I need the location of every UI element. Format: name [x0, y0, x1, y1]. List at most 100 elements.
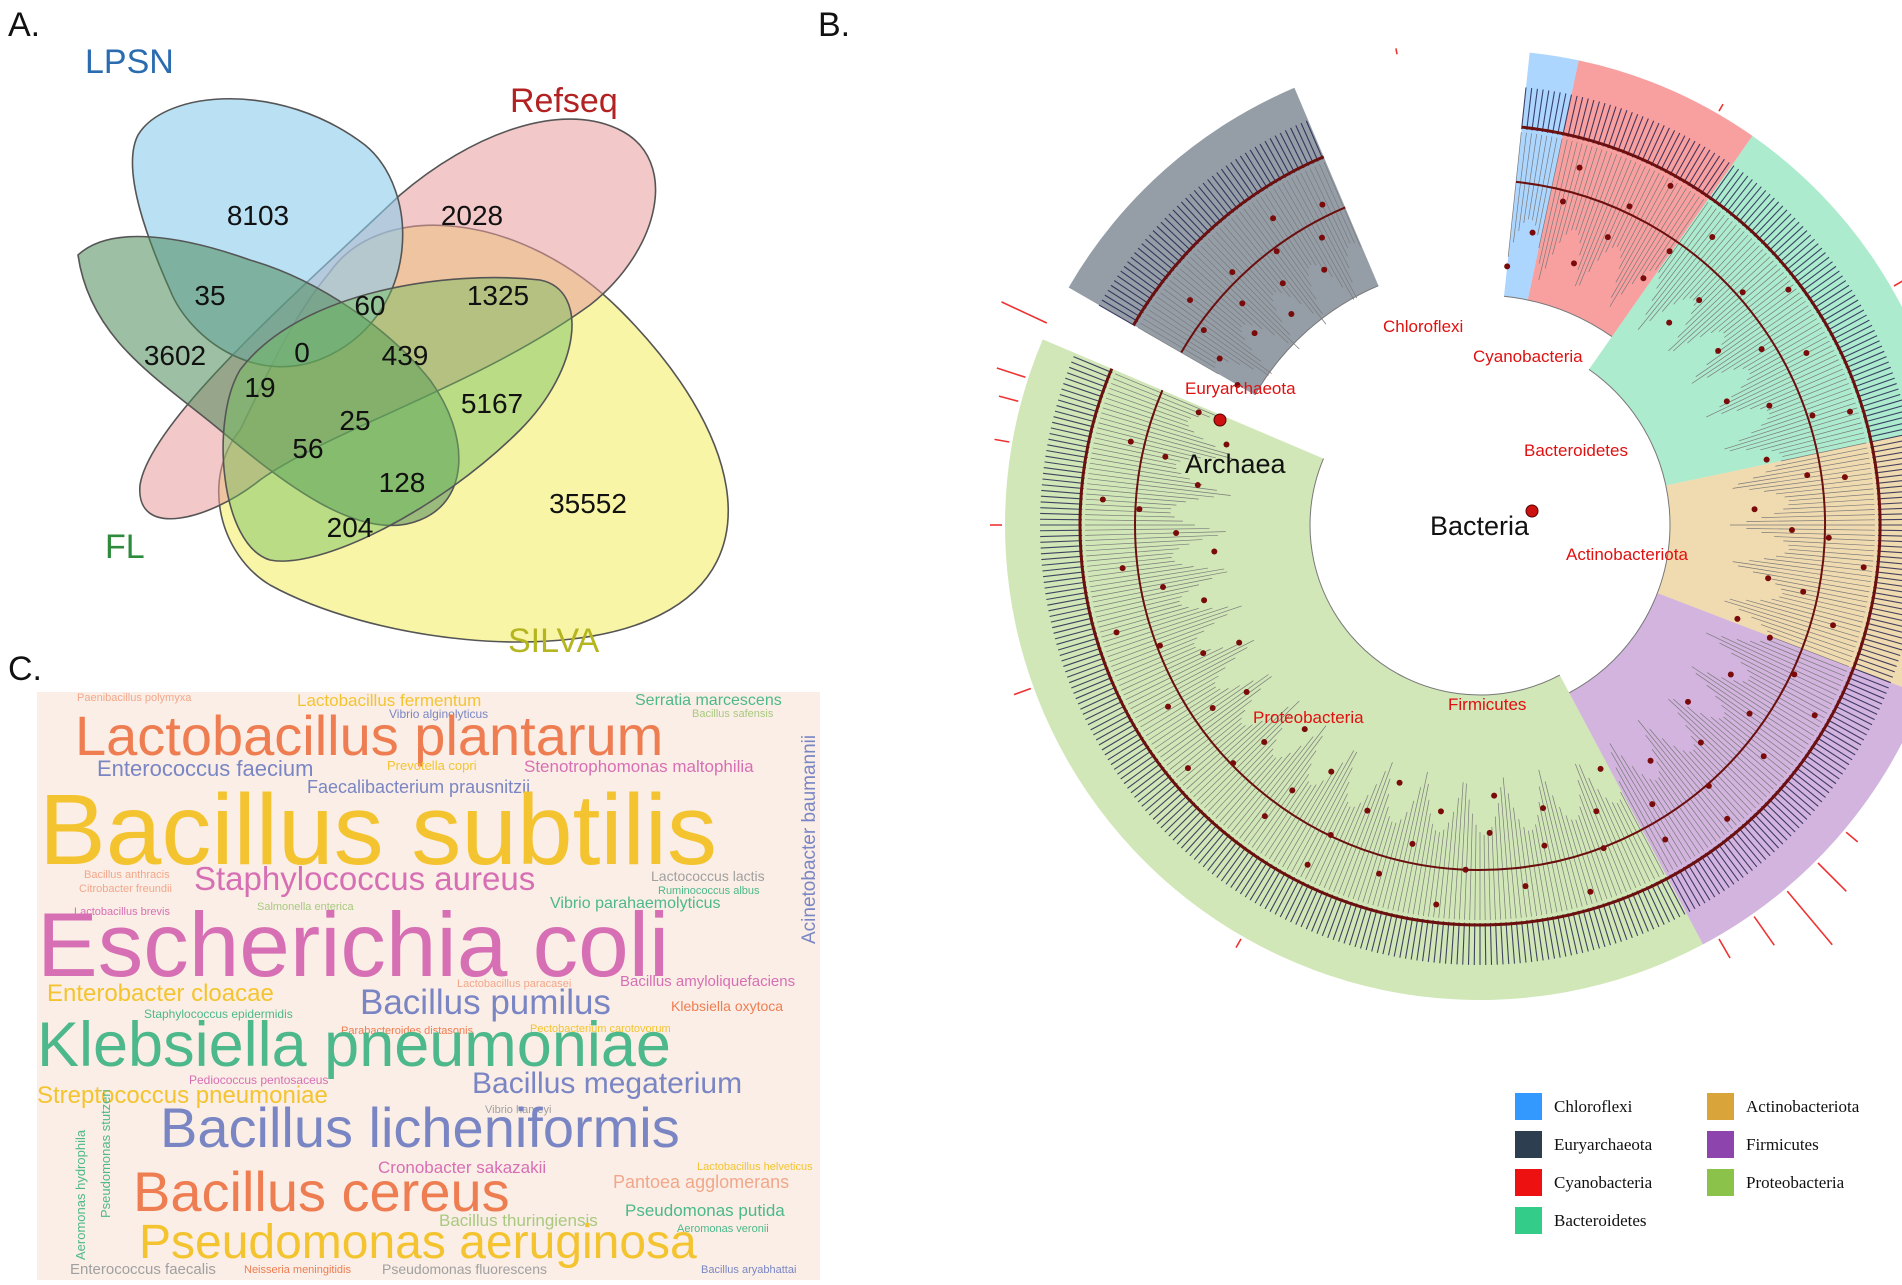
- tree-branch: [1661, 738, 1737, 826]
- tree-branch: [1780, 442, 1867, 462]
- tree-branch: [1091, 571, 1228, 598]
- tip-label: [1821, 299, 1859, 322]
- tree-node: [1289, 787, 1296, 794]
- tip-label: [1075, 681, 1115, 700]
- tip-label: [1866, 617, 1902, 627]
- tree-branch: [1140, 322, 1216, 368]
- tree-arc: [1568, 368, 1671, 694]
- tip-label: [1254, 146, 1277, 184]
- tree-node: [1279, 280, 1286, 287]
- tip-label: [1107, 289, 1144, 314]
- clade-label-firmicutes: Firmicutes: [1448, 695, 1526, 714]
- word-cloud-term: Cronobacter sakazakii: [378, 1158, 547, 1177]
- tree-branch: [1102, 407, 1204, 440]
- tip-label: [1795, 766, 1830, 794]
- tree-node: [1587, 888, 1594, 895]
- word-cloud-term: Pseudomonas stutzeri: [98, 1089, 113, 1218]
- tree-branch: [1204, 241, 1283, 323]
- legend-item: Actinobacteriota: [1707, 1093, 1859, 1120]
- tree-branch: [1610, 752, 1678, 868]
- word-cloud-term: Bacillus safensis: [692, 708, 774, 720]
- tip-label: [1709, 849, 1735, 885]
- tip-label: [1510, 921, 1516, 964]
- tree-branch: [1535, 136, 1553, 226]
- tree-node: [1396, 779, 1403, 786]
- clade-label-chloroflexi: Chloroflexi: [1383, 317, 1463, 336]
- tree-legend: Chloroflexi Euryarchaeota Cyanobacteria …: [1515, 1093, 1895, 1243]
- tree-branch: [1157, 674, 1269, 754]
- tip-label: [1816, 289, 1853, 314]
- tree-node: [1763, 456, 1770, 463]
- tip-label: [1327, 898, 1343, 938]
- tree-branch: [1105, 397, 1189, 427]
- tree-branch: [1143, 686, 1216, 732]
- tree-branch: [1620, 755, 1687, 862]
- tip-label: [1259, 869, 1282, 907]
- tip-label: [1798, 762, 1833, 789]
- tree-node: [1270, 215, 1277, 222]
- tree-branch: [1235, 214, 1314, 314]
- tree-node: [1559, 198, 1566, 205]
- tip-label: [1239, 155, 1264, 192]
- tip-label: [1489, 922, 1493, 965]
- tip-label: [1650, 127, 1670, 167]
- tree-branch: [1392, 787, 1422, 911]
- tree-branch: [1407, 799, 1430, 914]
- tree-branch: [1782, 593, 1866, 613]
- tip-label: [1052, 421, 1094, 433]
- tree-node: [1236, 639, 1243, 646]
- tree-branch: [1200, 245, 1291, 336]
- tip-label: [1861, 399, 1902, 413]
- tree-branch: [1243, 735, 1323, 842]
- tree-branch: [1264, 193, 1312, 266]
- tree-branch: [1438, 822, 1450, 918]
- tip-label: [1148, 234, 1182, 263]
- tip-label: [1764, 802, 1796, 833]
- clade-sector-cyanobacteria: [1527, 60, 1753, 337]
- tip-label: [1622, 896, 1639, 936]
- tree-branch: [1179, 268, 1246, 325]
- tip-label: [1877, 545, 1902, 548]
- venn-label-refseq: Refseq: [510, 82, 618, 120]
- tree-branch: [1182, 724, 1253, 786]
- tree-branch: [1687, 264, 1778, 344]
- tip-label: [1854, 657, 1895, 673]
- tip-label: [1531, 88, 1538, 131]
- tip-label: [1061, 388, 1102, 403]
- tree-branch: [1094, 590, 1189, 613]
- tree-branch: [1491, 826, 1496, 920]
- tip-label: [1862, 632, 1902, 645]
- tree-branch: [1673, 698, 1774, 790]
- tip-label: [1048, 602, 1090, 612]
- tree-branch: [1145, 313, 1221, 362]
- tip-label: [1225, 849, 1251, 885]
- tip-label: [1225, 165, 1251, 201]
- tree-node: [1800, 588, 1807, 595]
- tip-label: [1876, 560, 1902, 565]
- tip-label: [1040, 518, 1083, 521]
- tip-label: [1847, 676, 1887, 694]
- tree-branch: [1085, 503, 1172, 510]
- tree-branch: [1090, 457, 1182, 474]
- word-cloud-term: Bacillus licheniformis: [160, 1096, 680, 1159]
- tip-label: [1041, 560, 1084, 566]
- word-cloud-term: Lactococcus lactis: [651, 868, 765, 884]
- abundance-bar: [1893, 280, 1902, 287]
- tree-branch: [1782, 437, 1866, 457]
- tip-label: [1071, 361, 1111, 379]
- tree-node: [1243, 689, 1250, 696]
- archaea-root-node: [1213, 413, 1227, 427]
- tree-branch: [1723, 280, 1791, 334]
- tip-label: [1134, 252, 1168, 280]
- legend-swatch: [1515, 1093, 1542, 1120]
- tree-branch: [1223, 756, 1283, 826]
- tip-label: [1104, 294, 1141, 318]
- venn-count: 5167: [461, 388, 523, 419]
- word-cloud-term: Faecalibacterium prausnitzii: [307, 777, 531, 797]
- tip-label: [1631, 118, 1649, 158]
- word-cloud-term: Klebsiella pneumoniae: [37, 1010, 671, 1080]
- tip-label: [1745, 197, 1775, 230]
- tree-branch: [1767, 387, 1851, 420]
- tree-branch: [1749, 473, 1872, 490]
- tree-branch: [1314, 806, 1351, 884]
